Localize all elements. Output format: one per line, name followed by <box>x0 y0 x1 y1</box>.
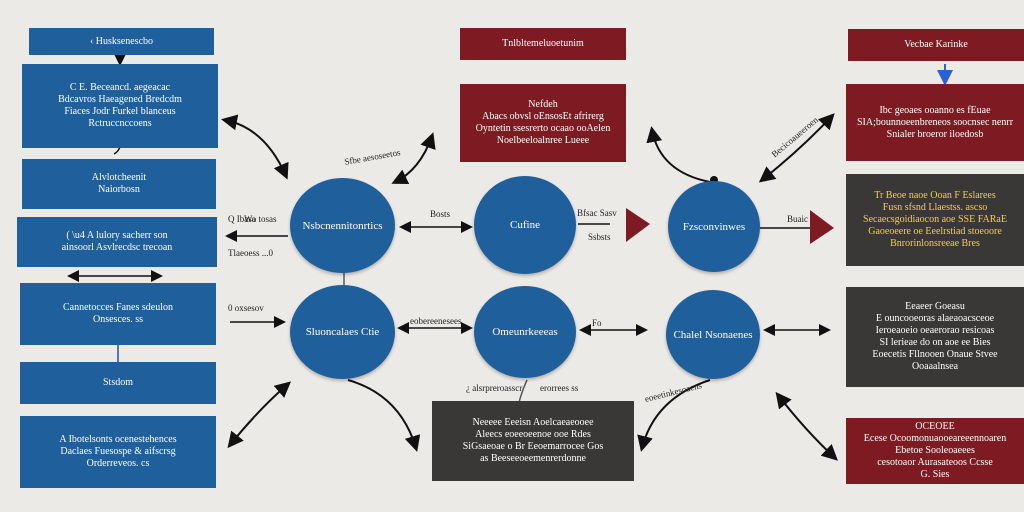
arrow-curve-4 <box>758 113 835 183</box>
box-text-line: Eeaeer Goeasu <box>905 301 965 312</box>
box-text-line: cesotoaor Aurasateoos Ccsse <box>877 457 993 468</box>
circle-node-3: Fzsconvinwes <box>668 181 760 272</box>
arrow-curve-9 <box>775 391 838 461</box>
box-text-line: Ecese Ocoomonuaooeareeennoaren <box>863 433 1007 444</box>
arrow-curve-3 <box>646 126 711 183</box>
circle-node-5: Omeunrkeeeas <box>474 286 576 378</box>
box-text-line: Aleecs eoeeoeenoe ooe Rdes <box>475 429 591 440</box>
box-text-line: Vecbae Karinke <box>904 39 968 50</box>
box-text-line: Nefdeh <box>528 99 558 110</box>
box-text-line: ainsoorl Asvlrecdsc trecoan <box>61 242 173 253</box>
box-text-line: Oyntetin ssesrerto ocaao ooAelen <box>475 123 611 134</box>
label-2: Q Ibasa <box>228 214 256 224</box>
box-text-line: Ieroeaoeio oeaerorao resicoas <box>875 325 995 336</box>
box-text-line: Tnlbltemeluoetunim <box>502 38 584 49</box>
box-text-line: Orderreveos. cs <box>86 458 150 469</box>
box-text-line: Secaecsgoidiaocon aoe SSE FARaE <box>863 214 1007 225</box>
label-5: Bosts <box>430 209 451 219</box>
box-text-line: SI lerieae do on aoe ee Bies <box>879 337 991 348</box>
circle-node-6: Chalel Nsonaenes <box>666 290 760 379</box>
box-text-line: Tr Beoe naoe Ooan F Eslarees <box>874 190 996 201</box>
box-text-line: E ouncooeoras alaeaoacsceoe <box>875 313 995 324</box>
arrow-left-2 <box>113 146 121 155</box>
label-12: erorrees ss <box>540 383 579 393</box>
left-box-6: Stsdom <box>20 362 216 404</box>
box-text-line: Neeeee Eeeisn Aoelcaeaeooee <box>472 417 594 428</box>
arrow-curve-5 <box>227 381 292 449</box>
circle-node-2: Cufine <box>474 176 576 274</box>
box-text-line: OCEOEE <box>915 421 955 432</box>
box-text-line: ( \u4 A lulory sacherr son <box>66 230 168 241</box>
label-10: eobereenesees <box>410 316 462 326</box>
box-text-line: Cannetocces Fanes sdeulon <box>63 302 173 313</box>
box-text-line: Daclaes Fuesospe & aifscrsg <box>60 446 176 457</box>
arrow-head-red-1 <box>626 208 650 242</box>
box-text-line: Bdcavros Haeagened Bredcdm <box>58 94 182 105</box>
box-text-line: Ebetoe Sooleoaeees <box>895 445 975 456</box>
label-3: Wo tosas <box>244 214 277 224</box>
box-text-line: G. Sies <box>920 469 950 480</box>
label-6: Bfsac Sasv <box>577 208 617 218</box>
box-text-line: Noelbeeloalnree Lueee <box>496 135 590 146</box>
circle-node-1: Nsbcnennitonrtics <box>290 178 395 273</box>
circle-node-4: Sluoncalaes Ctie <box>290 285 395 379</box>
box-text-line: SiGsaeoae o Br Eeoemarrocee Gos <box>462 441 604 452</box>
left-box-1: ‹ Husksenescbo <box>29 28 214 55</box>
arrow-curve-8 <box>637 379 711 452</box>
box-text-line: SIA;bounnoeenbreneos soocnsec nenrr <box>856 116 1014 128</box>
label-11: ¿ alsrpreroasscr <box>466 383 523 393</box>
box-text-line: Rctruccnccoens <box>88 118 152 129</box>
arrow-curve-6 <box>347 379 421 452</box>
box-text-line: Ooaaalnsea <box>911 361 959 372</box>
box-text-line: C E. Beceancd. aegeacac <box>69 82 171 93</box>
center-title-box: Tnlbltemeluoetunim <box>460 28 626 60</box>
label-8: Buaic <box>787 214 808 224</box>
box-text-line: Onsesces. ss <box>93 314 143 325</box>
label-4: Tlaeoess ...0 <box>228 248 273 258</box>
box-text-line: Bnrorinlonsreeae Bres <box>890 238 980 249</box>
label-7: Ssbsts <box>588 232 611 242</box>
box-text-line: Gaoeoeere oe Eeelrstiad stoeoore <box>868 226 1002 237</box>
label-9: 0 oxsesov <box>228 303 264 313</box>
arrow-head-red-2 <box>810 210 834 244</box>
box-text-line: Stsdom <box>102 377 133 388</box>
box-text-line: Ibc geoaes ooanno es fEuae <box>879 104 991 116</box>
arrow-curve-1 <box>221 114 289 180</box>
box-text-line: Snialer broeror iloedosb <box>886 128 984 140</box>
box-text-line: Eoecetis Fllnooen Onaue Stvee <box>872 349 998 360</box>
box-text-line: Fusn sfsnd Llaestss. ascso <box>882 202 988 213</box>
box-text-line: Abacs obvsl oEnsosEt afrirerg <box>482 111 604 122</box>
box-text-line: Alvlotcheenit <box>91 172 147 183</box>
arrow-curve-2 <box>391 132 436 185</box>
box-text-line: ‹ Husksenescbo <box>89 35 154 47</box>
box-text-line: A Ibotelsonts ocenestehences <box>59 434 177 445</box>
box-text-line: Fiaces Jodr Furkel blanceus <box>64 106 176 117</box>
box-text-line: as Beeseeoeemenrerdonne <box>480 453 586 464</box>
right-title-box: Vecbae Karinke <box>848 29 1024 61</box>
label-15: Fo <box>592 318 602 328</box>
box-text-line: Naiorbosn <box>98 184 140 195</box>
